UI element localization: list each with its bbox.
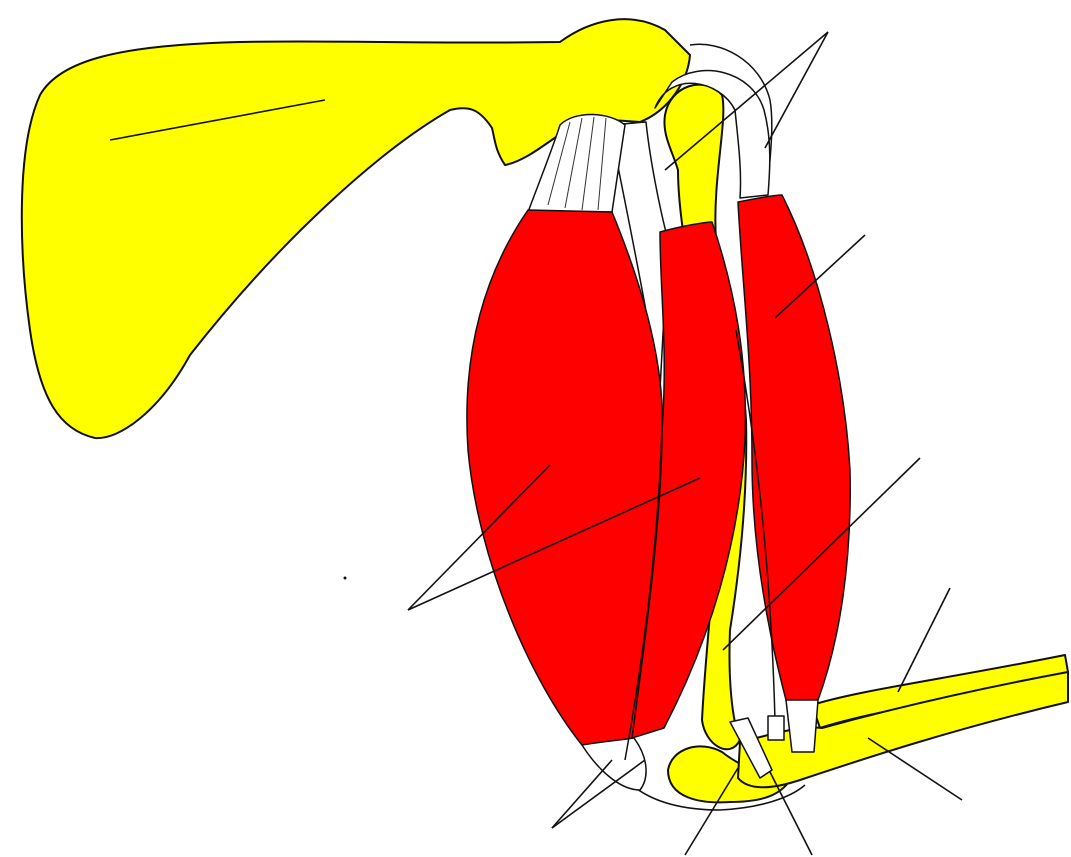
leader-line-distal-tendon-a bbox=[552, 760, 612, 828]
small-tendon-tab bbox=[768, 716, 784, 740]
distal-tendon-posterior bbox=[786, 700, 818, 752]
leader-line-elbow-b bbox=[770, 772, 812, 855]
flexor-muscle-anterior bbox=[467, 210, 662, 745]
leader-line-ulna bbox=[868, 738, 962, 800]
stray-dot bbox=[344, 577, 347, 580]
leader-line-tendon-top-b bbox=[765, 32, 828, 148]
leader-line-distal-tendon-b bbox=[552, 760, 645, 828]
leader-line-radius bbox=[898, 588, 950, 692]
